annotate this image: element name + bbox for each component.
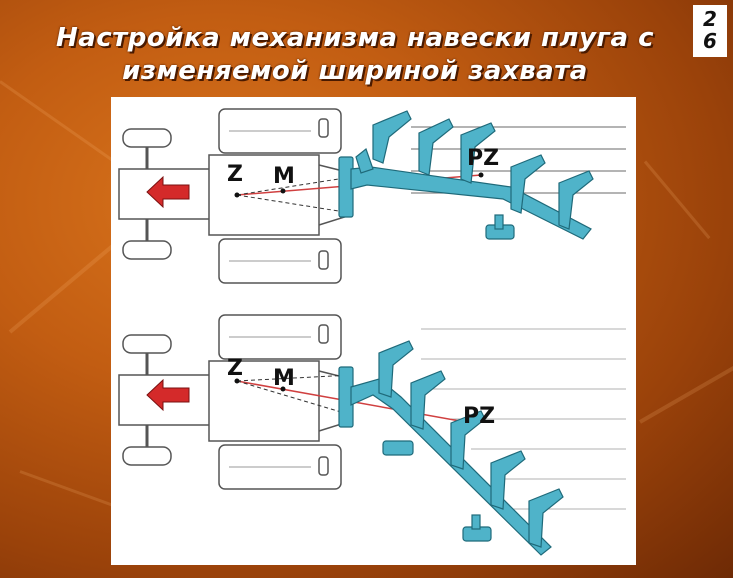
page-number: 2 6 xyxy=(693,5,727,57)
slide-title: Настройка механизма навески плуга с изме… xyxy=(55,23,655,86)
label-pz-bottom: PZ xyxy=(463,404,495,429)
label-pz-top: PZ xyxy=(467,146,499,171)
plow-frame xyxy=(338,110,594,240)
ploughed-field xyxy=(421,328,626,510)
label-z-top: Z xyxy=(227,162,243,187)
label-m-bottom: M xyxy=(273,366,295,391)
top-configuration: Z M PZ xyxy=(117,107,627,285)
page-number-line1: 2 xyxy=(703,7,717,31)
background-streak xyxy=(643,160,711,240)
direction-arrow-icon xyxy=(146,175,190,209)
label-m-top: M xyxy=(273,164,295,189)
label-z-bottom: Z xyxy=(227,356,243,381)
background-streak xyxy=(8,240,119,334)
page-number-line2: 6 xyxy=(703,29,717,53)
background-streak xyxy=(639,365,733,424)
diagram-panel: Z M PZ xyxy=(111,97,636,565)
plow-hitch-diagram: Z M PZ xyxy=(117,107,627,556)
plow-frame xyxy=(338,340,564,556)
direction-arrow-icon xyxy=(146,378,190,412)
bottom-configuration: Z M PZ xyxy=(117,313,626,556)
